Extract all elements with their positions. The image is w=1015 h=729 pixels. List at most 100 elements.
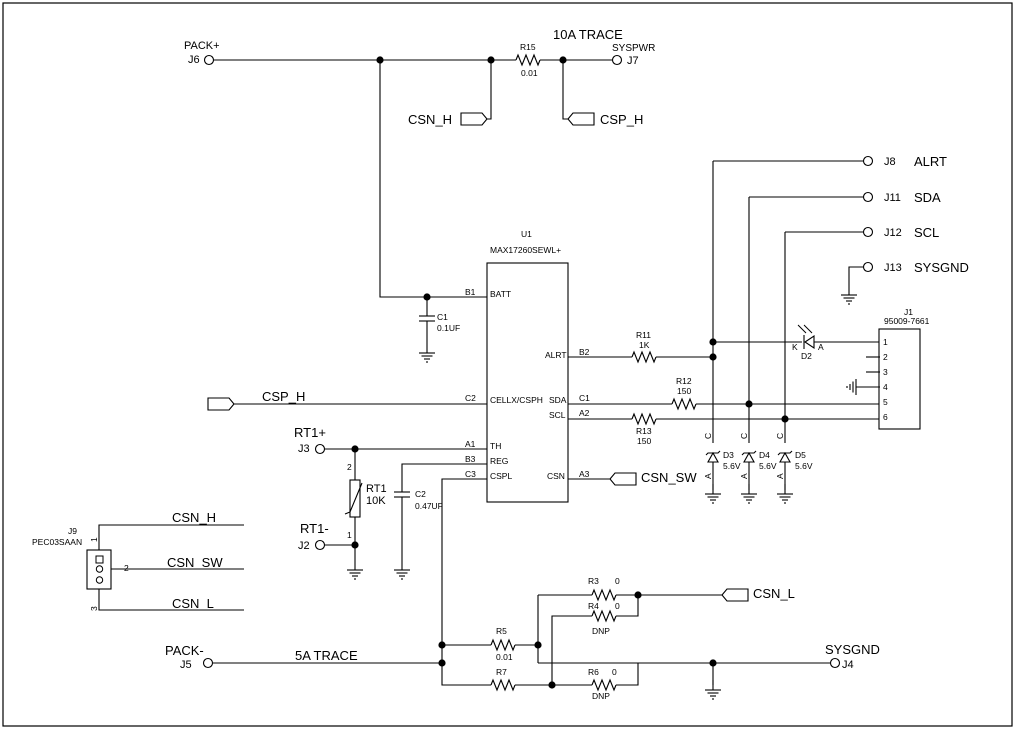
rt1-minus-connector: RT1- J2 xyxy=(298,521,329,552)
svg-text:D3: D3 xyxy=(723,450,734,460)
svg-text:J2: J2 xyxy=(298,540,310,552)
net-csn-sw-label: CSN_SW xyxy=(167,555,223,570)
svg-text:C1: C1 xyxy=(437,312,448,322)
svg-text:10K: 10K xyxy=(366,495,386,507)
svg-text:SYSGND: SYSGND xyxy=(825,642,880,657)
svg-text:1: 1 xyxy=(89,537,99,542)
svg-text:RT1: RT1 xyxy=(366,483,387,495)
svg-text:SDA: SDA xyxy=(549,395,567,405)
svg-text:0: 0 xyxy=(612,667,617,677)
svg-text:2: 2 xyxy=(347,462,352,472)
csn-l-flag: CSN_L xyxy=(721,586,795,602)
svg-text:3: 3 xyxy=(883,367,888,377)
svg-text:A: A xyxy=(775,473,785,479)
svg-text:CSN: CSN xyxy=(547,471,565,481)
svg-text:0: 0 xyxy=(615,576,620,586)
scl-connector: J12 SCL xyxy=(862,225,939,240)
svg-text:J11: J11 xyxy=(884,192,901,204)
svg-text:0.01: 0.01 xyxy=(521,68,538,78)
r7-resistor: R7 xyxy=(490,667,516,692)
c1-capacitor: C1 0.1UF xyxy=(419,312,460,333)
svg-text:DNP: DNP xyxy=(592,626,610,636)
c2-capacitor: C2 0.47UF xyxy=(394,489,443,511)
svg-text:R13: R13 xyxy=(636,426,652,436)
svg-text:A3: A3 xyxy=(579,469,590,479)
d3-zener: C A D3 5.6V xyxy=(703,433,741,479)
svg-text:DNP: DNP xyxy=(592,691,610,701)
svg-text:CSP_H: CSP_H xyxy=(600,112,643,127)
svg-text:SYSGND: SYSGND xyxy=(914,260,969,275)
svg-text:5.6V: 5.6V xyxy=(723,461,741,471)
svg-text:MAX17260SEWL+: MAX17260SEWL+ xyxy=(490,245,561,255)
d5-zener: C A D5 5.6V xyxy=(775,433,813,479)
svg-text:J7: J7 xyxy=(627,55,639,67)
svg-text:C: C xyxy=(775,433,785,439)
svg-text:D4: D4 xyxy=(759,450,770,460)
svg-text:5.6V: 5.6V xyxy=(759,461,777,471)
svg-text:R11: R11 xyxy=(636,330,651,340)
svg-text:CSN_L: CSN_L xyxy=(753,586,795,601)
svg-text:J6: J6 xyxy=(188,54,200,66)
u1-ic: U1 MAX17260SEWL+ BATT CELLX/CSPH TH REG … xyxy=(465,229,590,503)
svg-text:J1: J1 xyxy=(904,307,913,317)
svg-text:A2: A2 xyxy=(579,408,590,418)
d2-led: K A D2 xyxy=(792,324,824,361)
svg-text:R7: R7 xyxy=(496,667,507,677)
svg-text:SYSPWR: SYSPWR xyxy=(612,43,655,54)
syspwr-connector: SYSPWR J7 xyxy=(611,43,655,67)
svg-text:A: A xyxy=(703,473,713,479)
svg-text:C: C xyxy=(739,433,749,439)
svg-text:R5: R5 xyxy=(496,626,507,636)
svg-text:RT1-: RT1- xyxy=(300,521,329,536)
svg-text:CSP_H: CSP_H xyxy=(262,389,305,404)
svg-text:1: 1 xyxy=(347,530,352,540)
pack-minus-connector: PACK- J5 xyxy=(165,643,214,671)
svg-text:150: 150 xyxy=(677,386,691,396)
svg-text:R12: R12 xyxy=(676,376,692,386)
svg-text:C3: C3 xyxy=(465,469,476,479)
svg-text:BATT: BATT xyxy=(490,289,511,299)
net-5a-trace: 5A TRACE xyxy=(295,648,358,663)
svg-text:5.6V: 5.6V xyxy=(795,461,813,471)
r11-resistor: R11 1K xyxy=(631,330,657,364)
svg-text:5: 5 xyxy=(883,397,888,407)
svg-text:U1: U1 xyxy=(521,229,532,239)
r4-resistor: R4 0 DNP xyxy=(588,601,620,636)
svg-text:B2: B2 xyxy=(579,347,590,357)
svg-text:C1: C1 xyxy=(579,393,590,403)
r3-resistor: R3 0 xyxy=(588,576,620,602)
svg-text:ALRT: ALRT xyxy=(914,154,947,169)
svg-text:2: 2 xyxy=(883,352,888,362)
r13-resistor: R13 150 xyxy=(631,412,657,446)
svg-text:R3: R3 xyxy=(588,576,599,586)
csn-sw-flag: CSN_SW xyxy=(609,470,697,486)
net-csn-l-label: CSN_L xyxy=(172,596,214,611)
svg-text:B1: B1 xyxy=(465,287,476,297)
csp-h-left-flag: CSP_H xyxy=(207,389,305,411)
j1-header: J1 95009-7661 1 2 3 4 5 6 xyxy=(878,307,930,430)
svg-text:0.47UF: 0.47UF xyxy=(415,501,443,511)
svg-text:CSN_H: CSN_H xyxy=(408,112,452,127)
svg-text:SCL: SCL xyxy=(914,225,939,240)
svg-text:REG: REG xyxy=(490,456,508,466)
svg-text:J3: J3 xyxy=(298,443,310,455)
alrt-connector: J8 ALRT xyxy=(862,154,947,169)
svg-text:D5: D5 xyxy=(795,450,806,460)
svg-text:150: 150 xyxy=(637,436,651,446)
d4-zener: C A D4 5.6V xyxy=(739,433,777,479)
svg-text:ALRT: ALRT xyxy=(545,350,567,360)
r5-resistor: R5 0.01 xyxy=(490,626,516,662)
rt1-thermistor: 2 1 RT1 10K xyxy=(344,462,387,540)
svg-text:A1: A1 xyxy=(465,439,476,449)
svg-text:1: 1 xyxy=(883,337,888,347)
net-csn-h-label: CSN_H xyxy=(172,510,216,525)
svg-text:CSPL: CSPL xyxy=(490,471,512,481)
svg-text:95009-7661: 95009-7661 xyxy=(884,316,930,326)
sysgnd-top-connector: J13 SYSGND xyxy=(840,260,969,305)
svg-text:SCL: SCL xyxy=(549,410,566,420)
r15-resistor: R15 0.01 xyxy=(515,42,541,78)
svg-text:TH: TH xyxy=(490,441,501,451)
